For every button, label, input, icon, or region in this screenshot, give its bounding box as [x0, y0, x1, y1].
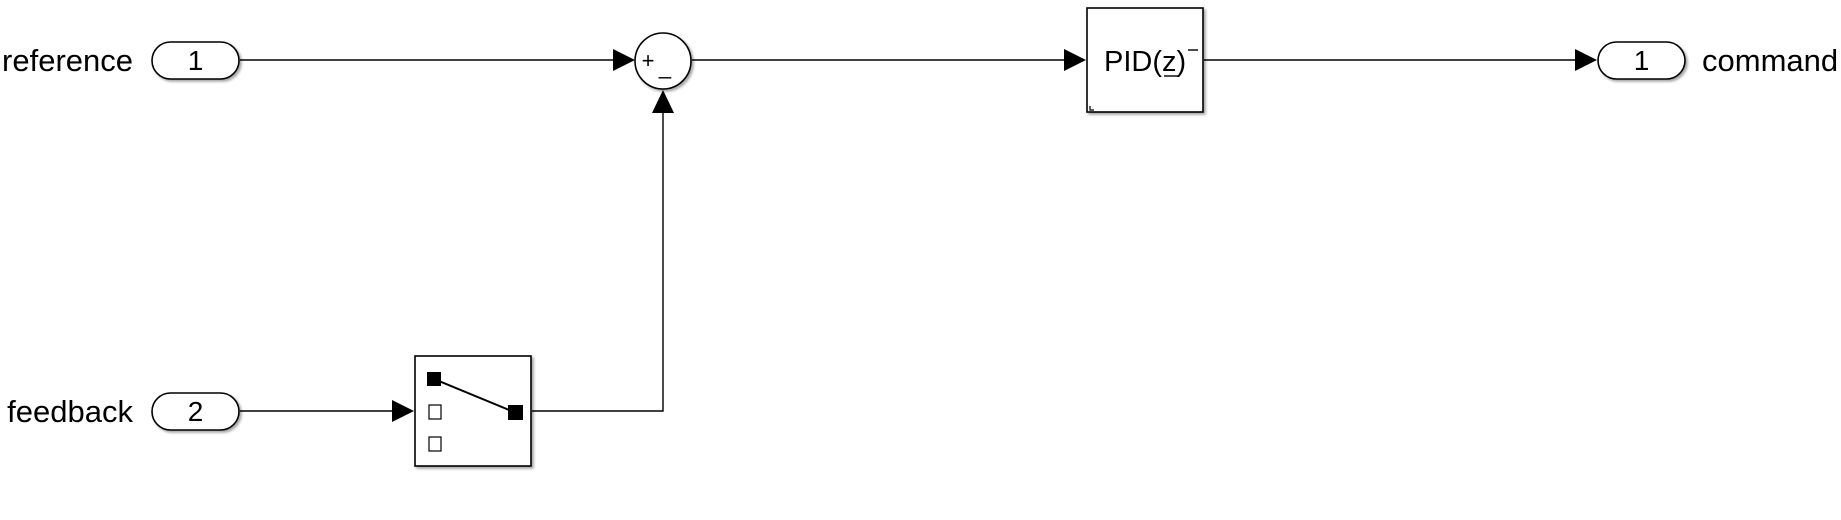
sum-block[interactable]: + _: [634, 32, 692, 90]
inport-reference-label: reference: [2, 43, 133, 78]
arrowhead-sum-input-1: [613, 49, 635, 71]
pid-corner-mark: [1089, 106, 1094, 111]
inport-2-number: 2: [188, 396, 204, 427]
pid-controller-block[interactable]: PID(z): [1086, 7, 1204, 113]
inport-1-number: 1: [188, 45, 204, 76]
outport-command-label: command: [1702, 43, 1838, 78]
outport-1-number: 1: [1634, 45, 1650, 76]
sum-sign-minus: _: [658, 54, 672, 79]
outport-1-block[interactable]: 1: [1597, 41, 1686, 80]
arrowhead-outport-command: [1575, 49, 1597, 71]
inport-feedback-label: feedback: [7, 394, 133, 429]
signal-line-switch-to-sum[interactable]: [532, 111, 664, 412]
multiport-switch-icon: [427, 372, 523, 452]
arrowhead-sum-input-2: [652, 90, 674, 113]
arrowhead-pid-input: [1064, 49, 1086, 71]
pid-block-label: PID(z): [1104, 46, 1186, 78]
multiport-switch-block[interactable]: [414, 355, 532, 467]
inport-1-block[interactable]: 1: [151, 41, 240, 80]
sum-sign-plus: +: [642, 48, 655, 73]
arrowhead-switch-input: [392, 400, 414, 422]
inport-2-block[interactable]: 2: [151, 392, 240, 431]
